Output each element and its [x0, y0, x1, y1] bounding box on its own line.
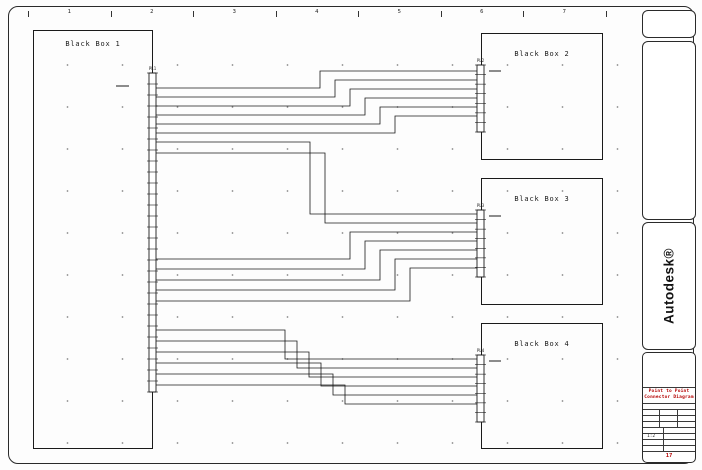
ruler-tick [28, 11, 29, 17]
autodesk-logo: Autodesk® [661, 248, 677, 324]
title-block-line [643, 387, 695, 388]
title-block-line [643, 403, 695, 404]
ruler-number: 1 [67, 9, 71, 15]
title-block-scale: 1:2 [647, 434, 656, 439]
black-box-3: Black Box 3 [481, 178, 603, 305]
ruler-tick [440, 11, 442, 17]
black-box-4-label: Black Box 4 [514, 340, 570, 348]
title-block-line [643, 445, 695, 446]
black-box-1-label: Black Box 1 [65, 40, 121, 48]
ruler-tick [193, 11, 194, 17]
ruler-number: 6 [480, 9, 484, 15]
title-line-1: Point to Point [648, 389, 690, 394]
ruler-tick [358, 11, 359, 17]
title-block-divider [677, 409, 678, 427]
black-box-1: Black Box 1 [33, 30, 153, 449]
black-box-2: Black Box 2 [481, 33, 603, 160]
ruler-number: 4 [315, 9, 319, 15]
title-block-sheet-number: 17 [665, 453, 673, 459]
title-block-line [643, 451, 695, 452]
title-block-line [643, 421, 695, 422]
title-block-line [643, 409, 695, 410]
black-box-4: Black Box 4 [481, 323, 603, 449]
title-block-line [643, 415, 695, 416]
ruler-number: 3 [232, 9, 236, 15]
title-block-line [643, 433, 695, 434]
title-block: Point to Point Connector Diagram 1:2 17 [642, 352, 696, 463]
black-box-2-label: Black Box 2 [514, 50, 570, 58]
title-block-drawing-title: Point to Point Connector Diagram [643, 389, 695, 401]
title-block-line [643, 427, 695, 428]
ruler-number: 5 [397, 9, 401, 15]
ruler-tick [523, 11, 524, 17]
black-box-3-label: Black Box 3 [514, 195, 570, 203]
title-block-line [643, 439, 695, 440]
title-line-2: Connector Diagram [644, 395, 694, 400]
notes-panel [642, 41, 696, 220]
revision-panel [642, 10, 696, 38]
ruler-tick [605, 11, 607, 17]
ruler-number: 2 [150, 9, 154, 15]
title-block-divider [659, 409, 660, 427]
title-block-divider [663, 427, 664, 451]
ruler-tick [275, 11, 277, 17]
autodesk-logo-panel: Autodesk® [642, 222, 696, 350]
ruler-tick [110, 11, 112, 17]
ruler: 1 2 3 4 5 6 7 [10, 8, 640, 21]
ruler-number: 7 [562, 9, 566, 15]
